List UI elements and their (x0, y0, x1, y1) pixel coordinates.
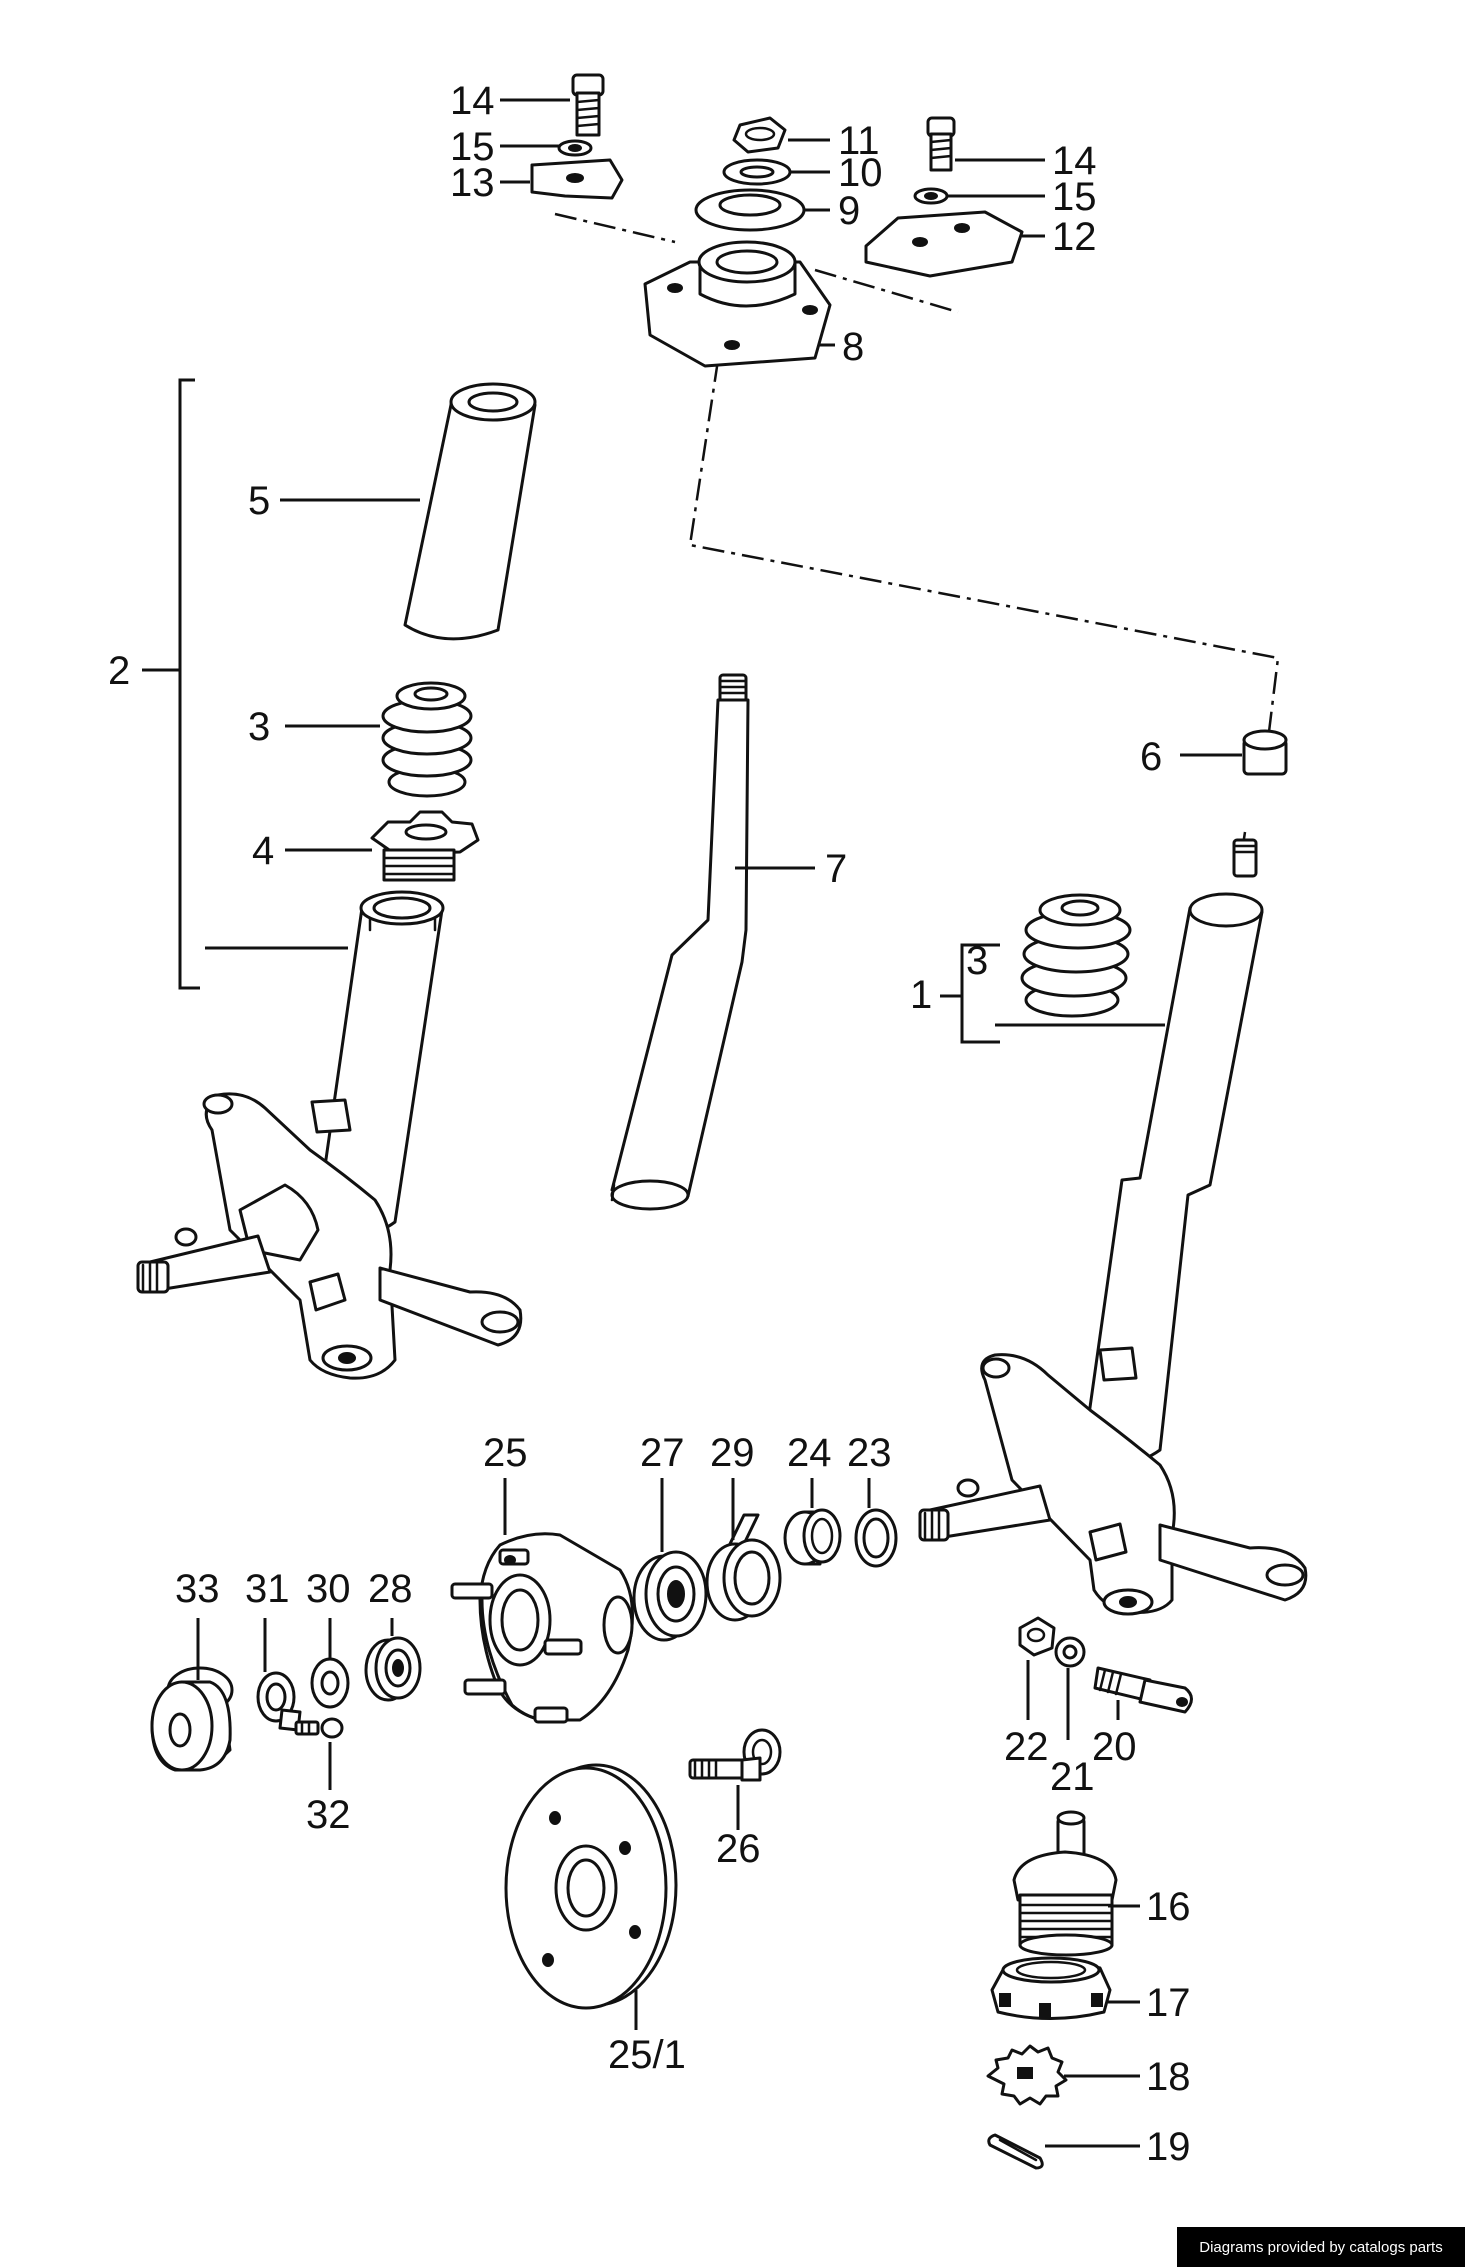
part-16-ball-joint (1012, 1810, 1118, 1957)
credit-banner: Diagrams provided by catalogs parts (1177, 2227, 1465, 2267)
part-32-clamp-screw (294, 1717, 344, 1739)
callout-15-right: 15 (1052, 175, 1097, 219)
callout-1: 1 (910, 973, 932, 1017)
part-11-nut (732, 116, 787, 154)
callout-32: 32 (306, 1793, 351, 1837)
part-21-washer (1054, 1636, 1086, 1668)
part-26-wheel-stud (688, 1728, 782, 1782)
callout-5: 5 (248, 479, 270, 523)
part-29-bearing-race (705, 1513, 782, 1622)
part-3-bump-stop-right (1020, 893, 1132, 1018)
callout-10: 10 (838, 151, 883, 195)
part-31-clamp-nut (256, 1671, 302, 1732)
part-27-bearing (632, 1550, 708, 1642)
callout-2: 2 (108, 649, 130, 693)
callout-14-left: 14 (450, 79, 495, 123)
leader-lines (142, 98, 1242, 2148)
callout-17: 17 (1146, 1981, 1191, 2025)
part-12-clamp-right (864, 210, 1024, 278)
callout-15-left: 15 (450, 125, 495, 169)
callout-16: 16 (1146, 1885, 1191, 1929)
callout-3-left: 3 (248, 705, 270, 749)
callout-25: 25 (483, 1431, 528, 1475)
callout-18: 18 (1146, 2055, 1191, 2099)
left-strut-housing (136, 890, 523, 1380)
callout-11: 11 (838, 119, 880, 163)
callout-12: 12 (1052, 215, 1097, 259)
callout-6: 6 (1140, 735, 1162, 779)
callout-31: 31 (245, 1567, 290, 1611)
part-23-seal-ring (854, 1508, 898, 1568)
callout-25-1: 25/1 (608, 2033, 686, 2077)
callout-8: 8 (842, 325, 864, 369)
part-10-washer (722, 158, 792, 186)
part-15-washer-right (913, 187, 949, 205)
callout-labels: 14 15 13 11 10 9 14 15 12 8 5 2 3 4 6 7 … (108, 79, 1191, 2169)
part-30-thrust-washer (310, 1657, 350, 1709)
callout-4: 4 (252, 829, 274, 873)
part-24-spacer (783, 1508, 842, 1566)
part-28-bearing-small (364, 1636, 422, 1702)
part-22-nut (1018, 1616, 1056, 1657)
callout-14-right: 14 (1052, 139, 1097, 183)
part-18-lock-washer (986, 2044, 1068, 2106)
callout-30: 30 (306, 1567, 351, 1611)
right-strut-housing (918, 892, 1308, 1616)
part-25-1-brake-disc (504, 1763, 678, 2010)
callout-28: 28 (368, 1567, 413, 1611)
part-25-wheel-hub (450, 1532, 634, 1724)
part-19-cotter-pin (987, 2133, 1044, 2170)
part-20-clamp-bolt (1093, 1666, 1193, 1714)
part-17-lock-nut (990, 1956, 1112, 2020)
part-6-bushing (1242, 729, 1288, 776)
right-strut-rod (1232, 838, 1258, 878)
callout-3-right: 3 (966, 939, 988, 983)
part-4-gland-nut (370, 810, 480, 882)
part-33-grease-cap (150, 1666, 234, 1772)
part-13-clamp-left (530, 158, 624, 200)
callout-19: 19 (1146, 2125, 1191, 2169)
part-9-bearing-plate (694, 188, 806, 232)
callout-29: 29 (710, 1431, 755, 1475)
part-5-dust-boot (403, 382, 537, 641)
part-14-bolt-right (926, 116, 956, 172)
callout-26: 26 (716, 1827, 761, 1871)
part-3-bump-stop-left (381, 681, 473, 798)
callout-24: 24 (787, 1431, 832, 1475)
callout-20: 20 (1092, 1725, 1137, 1769)
callout-27: 27 (640, 1431, 685, 1475)
part-14-bolt-left (571, 73, 605, 137)
callout-22: 22 (1004, 1725, 1049, 1769)
part-8-strut-mount (643, 240, 832, 368)
callout-9: 9 (838, 189, 860, 233)
callout-21: 21 (1050, 1755, 1095, 1799)
callout-7: 7 (825, 847, 847, 891)
part-15-washer-left (557, 139, 593, 157)
callout-23: 23 (847, 1431, 892, 1475)
callout-13: 13 (450, 161, 495, 205)
callout-33: 33 (175, 1567, 220, 1611)
part-7-shock-insert (610, 673, 750, 1211)
